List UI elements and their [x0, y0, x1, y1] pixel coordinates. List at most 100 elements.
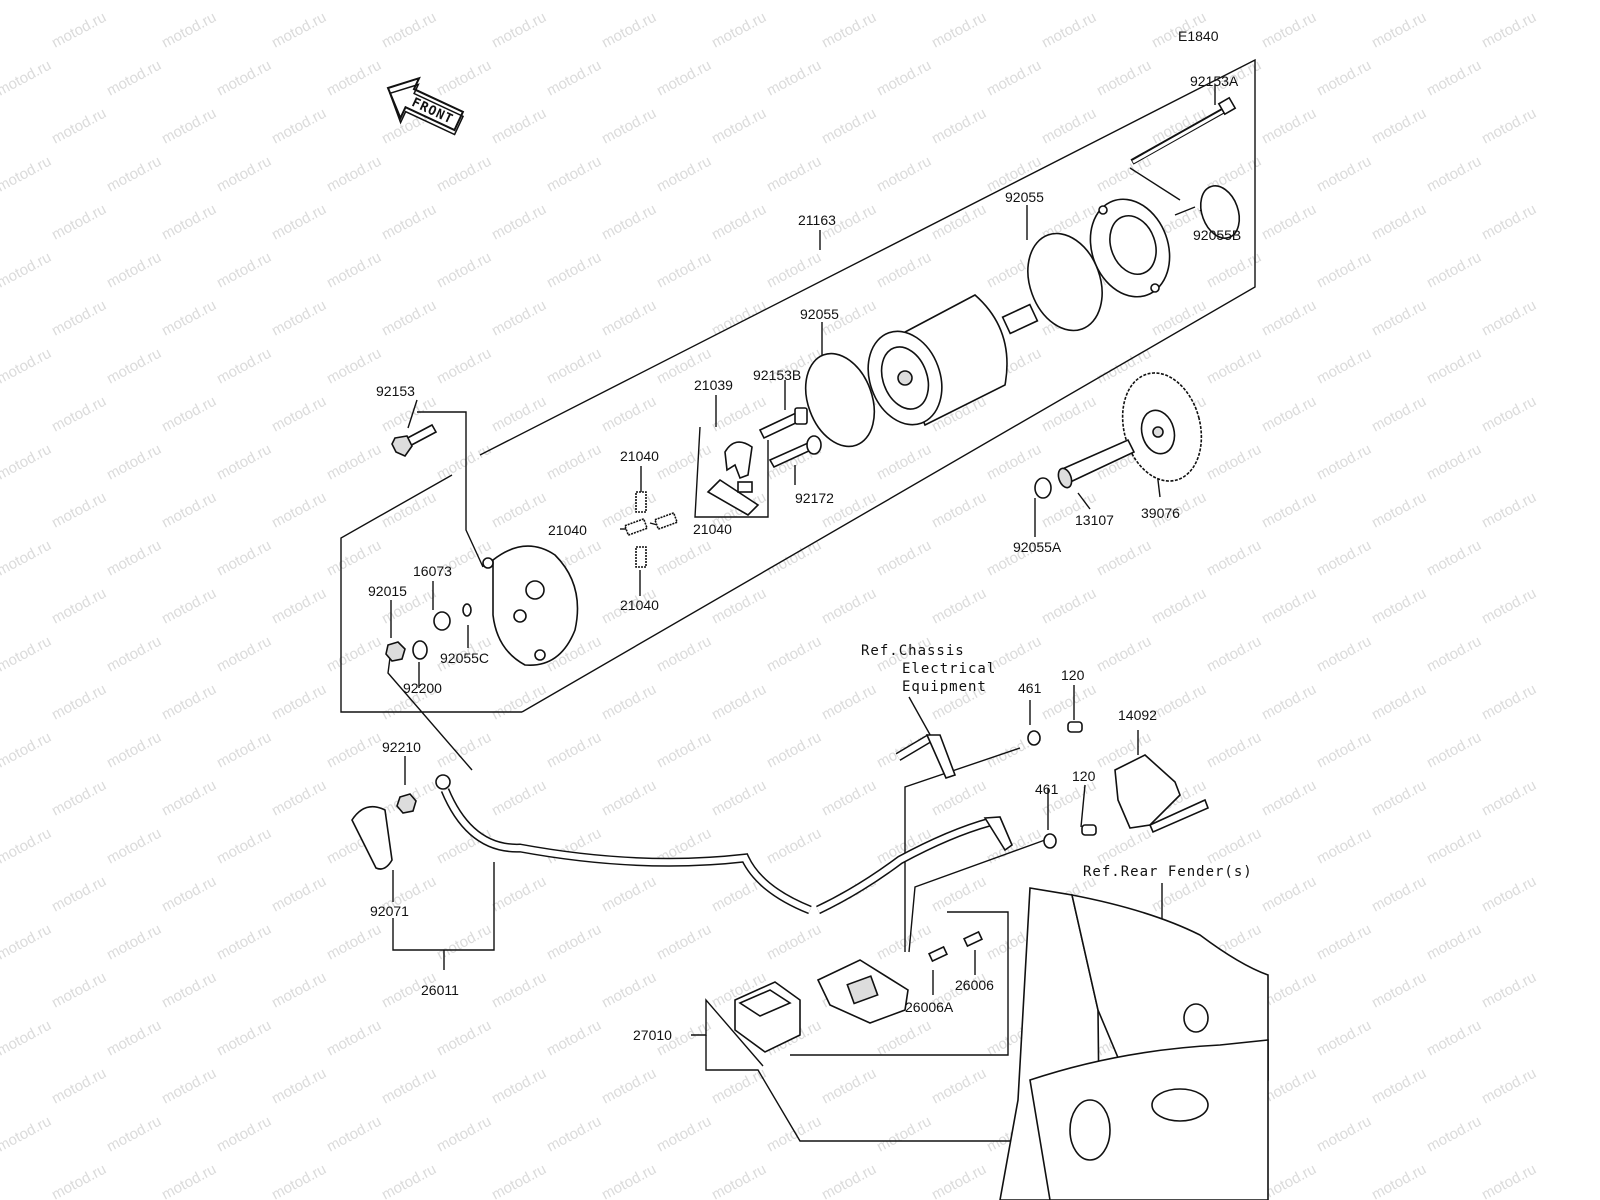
o-ring-92055A: [1034, 477, 1052, 499]
watermark-text: motod.ru: [1424, 249, 1484, 292]
watermark-text: motod.ru: [1314, 345, 1374, 388]
label-21163: 21163: [798, 212, 836, 228]
watermark-text: motod.ru: [929, 585, 989, 628]
leader-lines: [387, 85, 1221, 1142]
watermark-text: motod.ru: [764, 1113, 824, 1156]
watermark-text: motod.ru: [929, 489, 989, 532]
watermark-text: motod.ru: [324, 729, 384, 772]
diagram-code: E1840: [1178, 28, 1219, 44]
chassis-cable-end: [895, 734, 957, 779]
watermark-text: motod.ru: [434, 1017, 494, 1060]
watermark-text: motod.ru: [819, 681, 879, 724]
watermark-text: motod.ru: [269, 393, 329, 436]
label-92172: 92172: [795, 490, 834, 506]
watermark-text: motod.ru: [1259, 681, 1319, 724]
watermark-text: motod.ru: [214, 441, 274, 484]
watermark-text: motod.ru: [544, 345, 604, 388]
watermark-text: motod.ru: [544, 249, 604, 292]
watermark-text: motod.ru: [434, 1113, 494, 1156]
watermark-text: motod.ru: [1259, 873, 1319, 916]
watermark-text: motod.ru: [874, 1113, 934, 1156]
watermark-text: motod.ru: [599, 873, 659, 916]
watermark-text: motod.ru: [0, 1113, 54, 1156]
watermark-text: motod.ru: [1479, 1161, 1539, 1200]
watermark-text: motod.ru: [874, 441, 934, 484]
ref-chassis-line1: Ref.Chassis: [861, 643, 965, 659]
watermark-text: motod.ru: [159, 777, 219, 820]
label-16073: 16073: [413, 563, 452, 579]
watermark-text: motod.ru: [544, 441, 604, 484]
rear-fender-frame: [999, 887, 1269, 1200]
watermark-text: motod.ru: [489, 297, 549, 340]
label-461-lower: 461: [1035, 781, 1059, 797]
watermark-text: motod.ru: [269, 489, 329, 532]
watermark-text: motod.ru: [0, 537, 54, 580]
watermark-text: motod.ru: [599, 9, 659, 52]
watermark-text: motod.ru: [1314, 729, 1374, 772]
label-26006A: 26006A: [905, 999, 954, 1015]
watermark-text: motod.ru: [1369, 969, 1429, 1012]
watermark-text: motod.ru: [379, 1065, 439, 1108]
watermark-text: motod.ru: [599, 681, 659, 724]
watermark-text: motod.ru: [379, 489, 439, 532]
watermark-text: motod.ru: [214, 153, 274, 196]
watermark-text: motod.ru: [764, 729, 824, 772]
label-26011: 26011: [421, 982, 459, 998]
watermark-text: motod.ru: [1424, 0, 1484, 4]
watermark-text: motod.ru: [104, 1113, 164, 1156]
bolt-120-lower: [1081, 824, 1097, 836]
watermark-text: motod.ru: [214, 1113, 274, 1156]
watermark-text: motod.ru: [1259, 297, 1319, 340]
o-ring-92055B: [1199, 185, 1241, 239]
ref-chassis-line3: Equipment: [902, 679, 987, 695]
watermark-text: motod.ru: [269, 1161, 329, 1200]
watermark-text: motod.ru: [1479, 297, 1539, 340]
watermark-text: motod.ru: [1424, 1113, 1484, 1156]
starter-cable-26011: [396, 774, 1013, 915]
watermark-text: motod.ru: [269, 969, 329, 1012]
watermark-text: motod.ru: [1259, 105, 1319, 148]
watermark-text: motod.ru: [49, 777, 109, 820]
watermark-text: motod.ru: [929, 1161, 989, 1200]
watermark-text: motod.ru: [324, 537, 384, 580]
watermark-text: motod.ru: [1479, 873, 1539, 916]
insulator-16073: [433, 611, 451, 631]
label-120-upper: 120: [1061, 667, 1085, 683]
watermark-text: motod.ru: [1424, 1017, 1484, 1060]
watermark-text: motod.ru: [654, 633, 714, 676]
watermark-text: motod.ru: [1314, 0, 1374, 4]
reference-labels: Ref.Chassis Electrical Equipment Ref.Rea…: [861, 643, 1252, 880]
watermark-text: motod.ru: [104, 633, 164, 676]
watermark-text: motod.ru: [1369, 873, 1429, 916]
watermark-text: motod.ru: [1479, 585, 1539, 628]
watermark-text: motod.ru: [599, 297, 659, 340]
watermark-text: motod.ru: [0, 921, 54, 964]
watermark-text: motod.ru: [1204, 345, 1264, 388]
watermark-text: motod.ru: [1149, 585, 1209, 628]
label-26006: 26006: [955, 977, 994, 993]
watermark-text: motod.ru: [1039, 585, 1099, 628]
watermark-text: motod.ru: [1314, 633, 1374, 676]
bolt-92153: [391, 423, 438, 457]
watermark-text: motod.ru: [874, 153, 934, 196]
label-21039: 21039: [694, 377, 733, 393]
watermark-text: motod.ru: [544, 57, 604, 100]
gear-39076: [1121, 372, 1203, 482]
watermark-text: motod.ru: [104, 825, 164, 868]
watermark-text: motod.ru: [1369, 201, 1429, 244]
bolt-120-upper: [1067, 721, 1083, 733]
label-120-lower: 120: [1072, 768, 1096, 784]
fuse-26006: [962, 930, 984, 948]
watermark-text: motod.ru: [104, 921, 164, 964]
fuse-26006A: [927, 945, 949, 963]
watermark-text: motod.ru: [654, 1113, 714, 1156]
watermark-text: motod.ru: [599, 201, 659, 244]
watermark-text: motod.ru: [1369, 777, 1429, 820]
watermark-text: motod.ru: [1314, 1113, 1374, 1156]
watermark-text: motod.ru: [49, 489, 109, 532]
watermark-text: motod.ru: [214, 249, 274, 292]
starter-relay-27010: [734, 981, 801, 1053]
watermark-text: motod.ru: [0, 825, 54, 868]
relay-connector: [816, 959, 909, 1024]
brush-holder-21039: [706, 441, 760, 516]
